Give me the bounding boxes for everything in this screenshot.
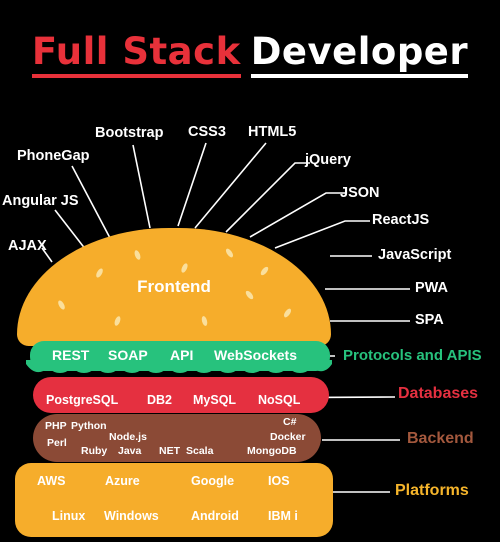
label-html5: HTML5 [248, 124, 297, 140]
protocol-websockets: WebSockets [214, 347, 297, 363]
pl-ios: IOS [268, 474, 290, 488]
title-developer: Developer [250, 30, 469, 78]
be-php: PHP [45, 420, 67, 432]
label-pwa: PWA [415, 280, 449, 296]
platforms-layer: AWS Azure Google IOS Linux Windows Andro… [15, 463, 333, 537]
be-docker: Docker [270, 431, 306, 443]
label-css3: CSS3 [188, 124, 226, 140]
bun-seed [200, 315, 209, 327]
pl-aws: AWS [37, 474, 66, 488]
be-python: Python [71, 420, 107, 432]
line-css3 [177, 142, 207, 227]
bun-seed [133, 249, 142, 261]
protocol-soap: SOAP [108, 347, 148, 363]
protocol-rest: REST [52, 347, 90, 363]
be-csharp: C# [283, 416, 297, 428]
label-phonegap: PhoneGap [17, 148, 90, 164]
label-javascript: JavaScript [378, 247, 452, 263]
protocol-api: API [170, 347, 194, 363]
pl-azure: Azure [105, 474, 140, 488]
db-nosql: NoSQL [258, 393, 301, 407]
backend-label: Backend [407, 430, 474, 447]
frontend-label: Frontend [137, 277, 211, 296]
line-angularjs [54, 209, 87, 251]
pl-ibmi: IBM i [268, 509, 298, 523]
bun-seed [224, 247, 235, 259]
bun-seed [259, 265, 270, 277]
be-ruby: Ruby [81, 445, 108, 457]
db-db2: DB2 [147, 393, 173, 407]
protocols-layer: REST SOAP API WebSockets [30, 341, 330, 371]
bun-seed [56, 299, 67, 311]
platforms-label: Platforms [395, 482, 469, 499]
label-reactjs: ReactJS [372, 212, 430, 228]
backend-layer: PHP Python C# Node.js Docker Perl Ruby J… [33, 414, 321, 462]
be-mongodb: MongoDB [247, 445, 297, 457]
be-scala: Scala [186, 445, 214, 457]
label-bootstrap: Bootstrap [95, 125, 164, 141]
pl-windows: Windows [104, 509, 159, 523]
be-net: NET [159, 445, 180, 457]
line-ajax [41, 247, 53, 263]
line-json [249, 192, 345, 238]
databases-layer: PostgreSQL DB2 MySQL NoSQL [33, 377, 329, 413]
be-nodejs: Node.js [109, 431, 147, 443]
bun-seed [113, 315, 122, 327]
db-mysql: MySQL [193, 393, 237, 407]
be-perl: Perl [47, 437, 67, 449]
line-phonegap [71, 165, 111, 239]
label-angularjs: Angular JS [2, 193, 79, 209]
databases-label: Databases [398, 385, 479, 402]
label-json: JSON [340, 185, 380, 201]
pl-linux: Linux [52, 509, 86, 523]
line-jquery [225, 162, 310, 233]
line-reactjs [274, 220, 370, 249]
line-html5 [194, 142, 267, 229]
label-spa: SPA [415, 312, 444, 328]
line-bootstrap [132, 144, 151, 229]
bun-seed [282, 307, 293, 319]
protocols-label: Protocols and APIS [343, 347, 482, 364]
be-java: Java [118, 445, 142, 457]
bun-seed [180, 262, 189, 274]
db-postgresql: PostgreSQL [46, 393, 119, 407]
label-ajax: AJAX [8, 238, 47, 254]
pl-google: Google [191, 474, 235, 488]
label-jquery: jQuery [305, 152, 351, 168]
pl-android: Android [191, 509, 239, 523]
title-full-stack: Full Stack [31, 30, 241, 78]
